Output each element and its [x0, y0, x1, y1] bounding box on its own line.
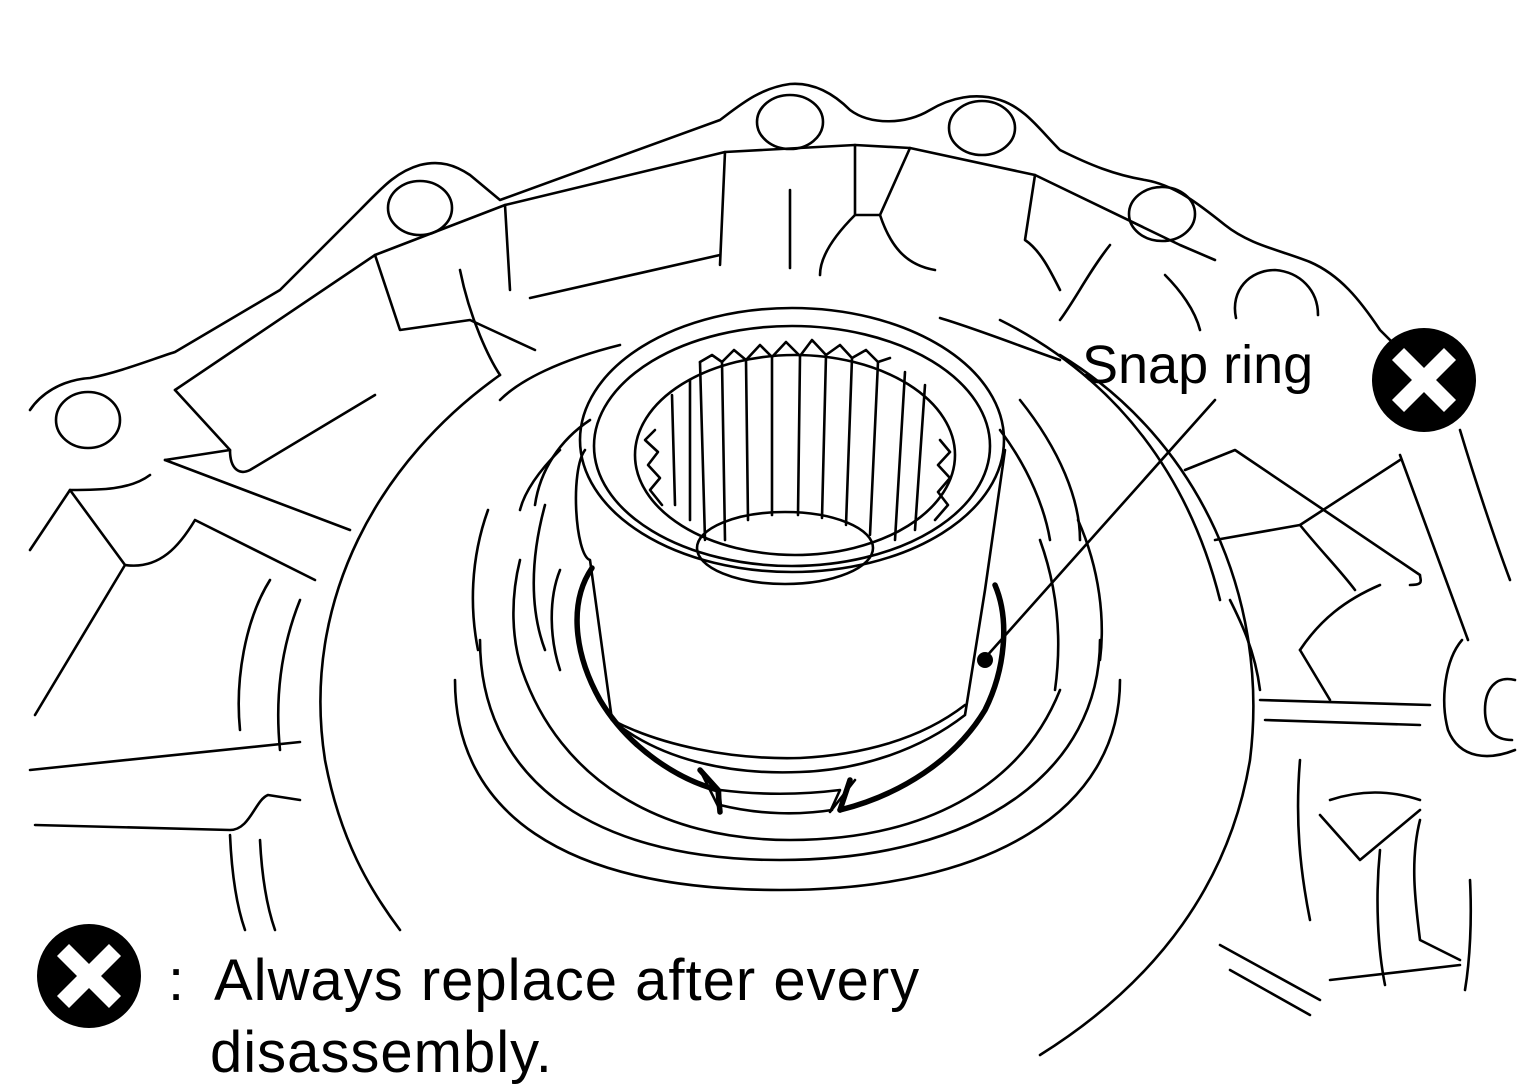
legend: : Always replace after every disassembly…: [37, 924, 920, 1085]
leader-dot: [977, 652, 993, 668]
x-circle-icon: [37, 924, 141, 1028]
leader-line: [983, 398, 1217, 660]
legend-backdrop: [0, 932, 1035, 1087]
legend-text-line1: Always replace after every: [214, 948, 920, 1013]
clutch-hub-assembly: [453, 306, 1122, 892]
legend-text-line2: disassembly.: [210, 1020, 553, 1085]
housing-bore-rings: [319, 316, 1255, 1057]
transmission-housing: [28, 82, 1517, 1017]
x-circle-icon: [1372, 328, 1476, 432]
legend-separator: :: [168, 948, 185, 1013]
snap-ring-callout: Snap ring: [977, 328, 1476, 668]
snap-ring-label: Snap ring: [1082, 335, 1313, 395]
